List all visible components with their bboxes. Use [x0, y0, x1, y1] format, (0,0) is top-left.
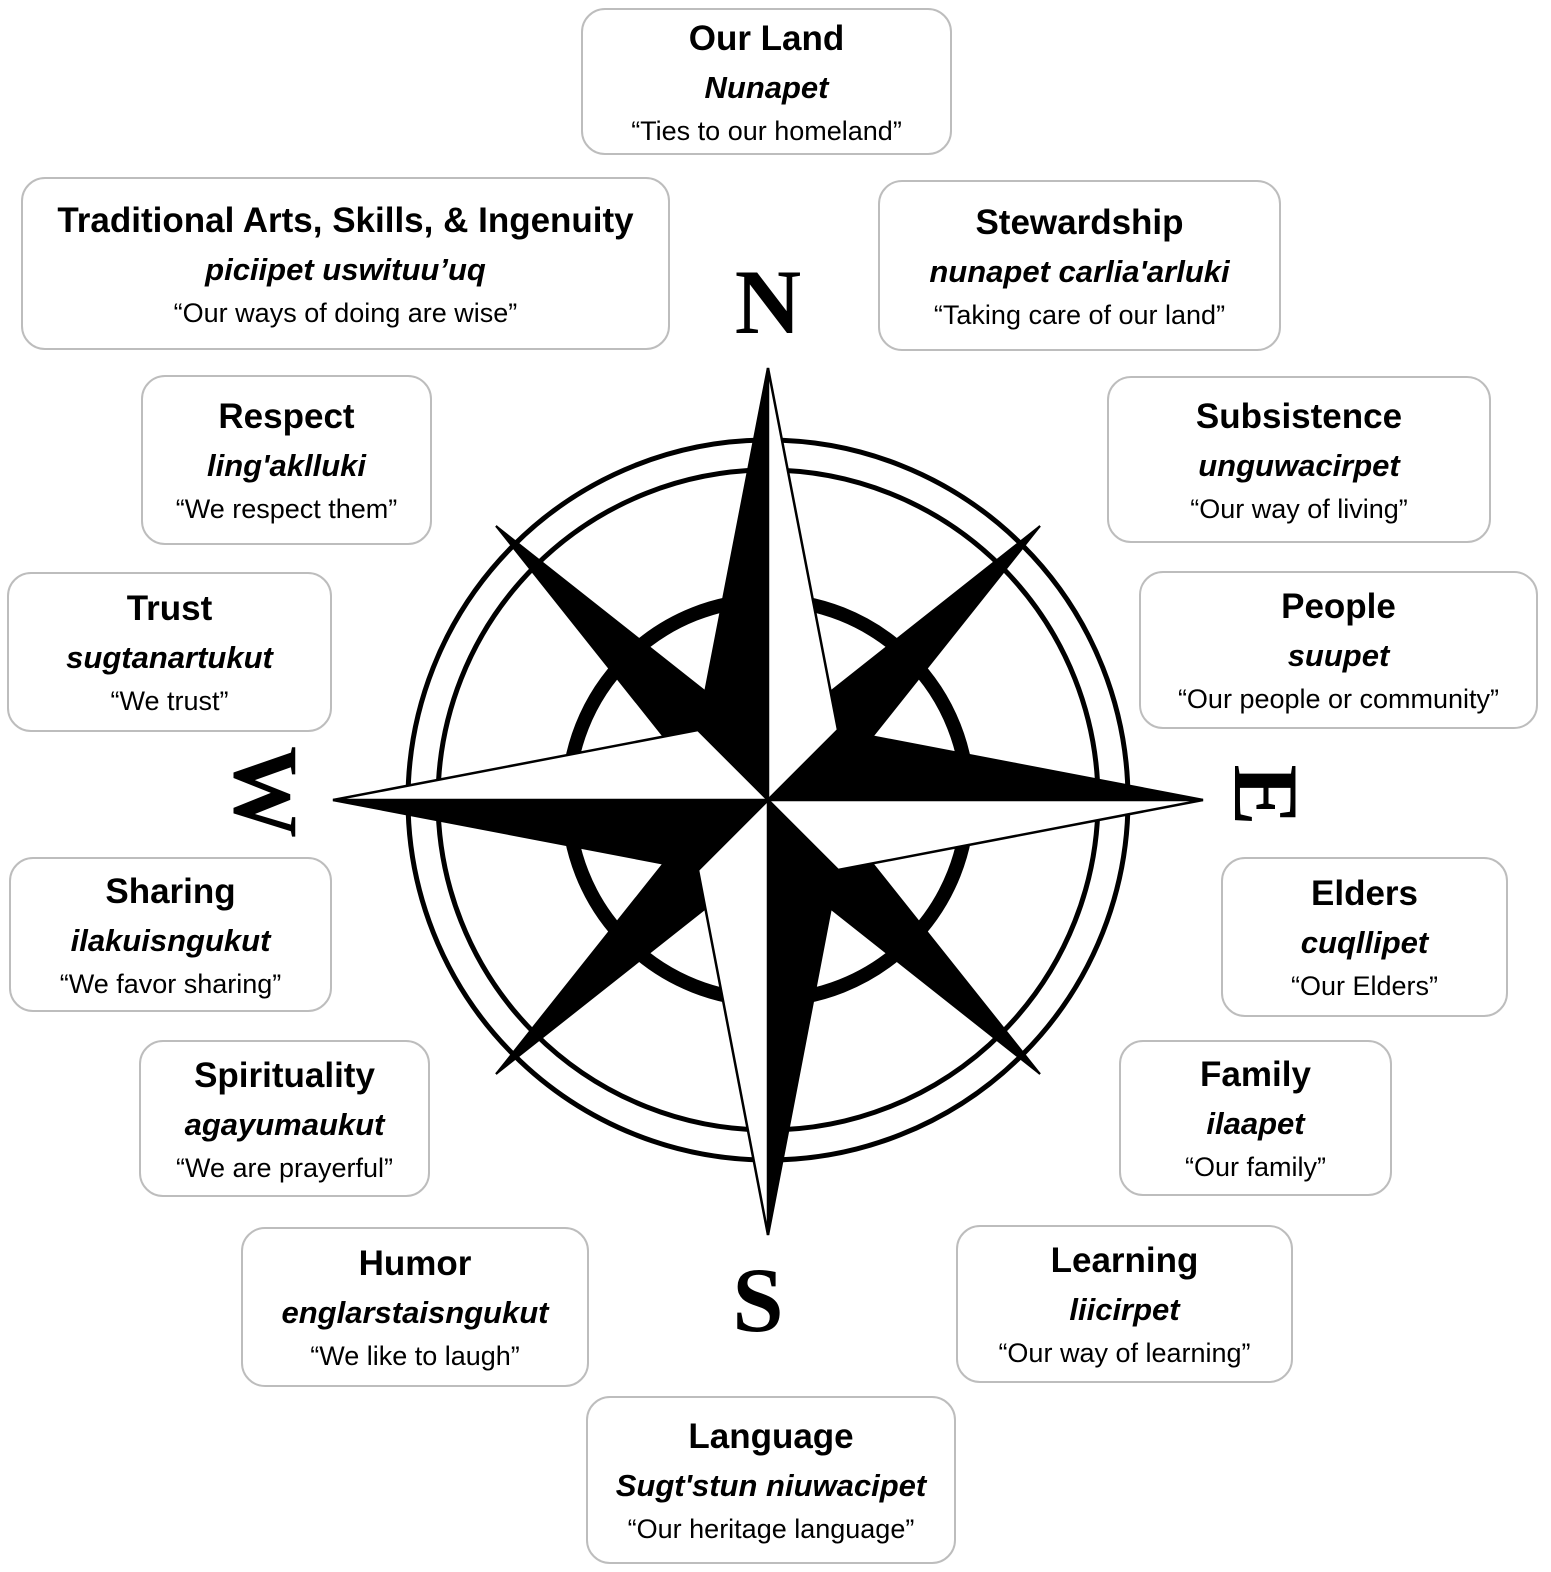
value-title: People — [1281, 587, 1396, 626]
value-title: Respect — [218, 397, 355, 436]
value-translation: “Our way of learning” — [998, 1338, 1251, 1368]
value-box-humor: Humor englarstaisngukut “We like to laug… — [241, 1227, 589, 1387]
value-translation: “We are prayerful” — [175, 1152, 394, 1183]
value-translation: “Our Elders” — [1290, 971, 1439, 1001]
value-native-term: agayumaukut — [184, 1106, 385, 1142]
value-title: Trust — [126, 589, 213, 628]
value-box-spirituality: Spirituality agayumaukut “We are prayerf… — [139, 1040, 430, 1197]
value-title: Our Land — [688, 18, 845, 58]
value-native-term: Sugt'stun niuwacipet — [615, 1468, 927, 1503]
value-translation: “Our people or community” — [1177, 684, 1500, 714]
value-native-term: Nunapet — [704, 69, 829, 105]
value-translation: “Our way of living” — [1190, 493, 1408, 524]
value-box-stewardship: Stewardship nunapet carlia'arluki “Takin… — [878, 180, 1281, 351]
value-title: Sharing — [105, 871, 236, 911]
value-title: Subsistence — [1195, 396, 1403, 436]
value-native-term: cuqllipet — [1300, 925, 1429, 960]
value-box-language: Language Sugt'stun niuwacipet “Our herit… — [586, 1396, 956, 1564]
value-native-term: englarstaisngukut — [281, 1295, 549, 1330]
value-title: Humor — [358, 1244, 472, 1283]
south-point-dark — [766, 796, 840, 1236]
value-box-our-land: Our Land Nunapet “Ties to our homeland” — [581, 8, 952, 155]
value-box-traditional-arts: Traditional Arts, Skills, & Ingenuity pi… — [21, 177, 670, 350]
value-translation: “We respect them” — [175, 494, 398, 524]
value-translation: “Ties to our homeland” — [631, 115, 902, 146]
value-title: Family — [1200, 1055, 1311, 1094]
value-translation: “We like to laugh” — [310, 1341, 520, 1371]
value-box-family: Family ilaapet “Our family” — [1119, 1040, 1392, 1196]
value-native-term: ilaapet — [1206, 1106, 1305, 1141]
value-translation: “We trust” — [110, 686, 229, 716]
value-translation: “Taking care of our land” — [933, 299, 1226, 330]
south-point-light — [696, 796, 770, 1236]
value-translation: “Our ways of doing are wise” — [173, 297, 518, 328]
value-native-term: ilakuisngukut — [70, 922, 271, 958]
north-point-light — [766, 367, 840, 804]
cardinal-points — [332, 367, 1204, 1236]
value-box-trust: Trust sugtanartukut “We trust” — [7, 572, 332, 732]
value-native-term: ling'aklluki — [207, 448, 366, 483]
west-point-dark — [332, 798, 772, 872]
value-title: Language — [688, 1417, 854, 1456]
value-box-people: People suupet “Our people or community” — [1139, 571, 1538, 729]
north-label: N — [734, 251, 802, 353]
east-point-light — [764, 798, 1204, 872]
west-label: W — [215, 746, 317, 838]
value-native-term: liicirpet — [1069, 1292, 1180, 1327]
value-box-learning: Learning liicirpet “Our way of learning” — [956, 1225, 1293, 1383]
value-translation: “Our family” — [1185, 1152, 1326, 1182]
value-box-respect: Respect ling'aklluki “We respect them” — [141, 375, 432, 545]
east-label: E — [1215, 764, 1317, 826]
value-title: Traditional Arts, Skills, & Ingenuity — [57, 200, 634, 240]
value-title: Stewardship — [975, 202, 1184, 242]
value-title: Learning — [1050, 1241, 1199, 1280]
north-point-dark — [696, 367, 770, 804]
value-box-subsistence: Subsistence unguwacirpet “Our way of liv… — [1107, 376, 1491, 543]
value-title: Spirituality — [194, 1055, 375, 1095]
value-native-term: piciipet uswituu’uq — [205, 251, 486, 287]
west-point-light — [332, 728, 772, 802]
value-native-term: sugtanartukut — [66, 640, 273, 675]
value-box-elders: Elders cuqllipet “Our Elders” — [1221, 857, 1508, 1017]
value-box-sharing: Sharing ilakuisngukut “We favor sharing” — [9, 857, 332, 1012]
value-native-term: nunapet carlia'arluki — [929, 253, 1230, 289]
value-native-term: unguwacirpet — [1198, 447, 1400, 483]
value-translation: “Our heritage language” — [627, 1514, 915, 1544]
value-translation: “We favor sharing” — [59, 968, 282, 999]
east-point-dark — [764, 728, 1204, 802]
south-label: S — [732, 1249, 784, 1351]
value-native-term: suupet — [1287, 638, 1390, 673]
value-title: Elders — [1311, 874, 1418, 913]
